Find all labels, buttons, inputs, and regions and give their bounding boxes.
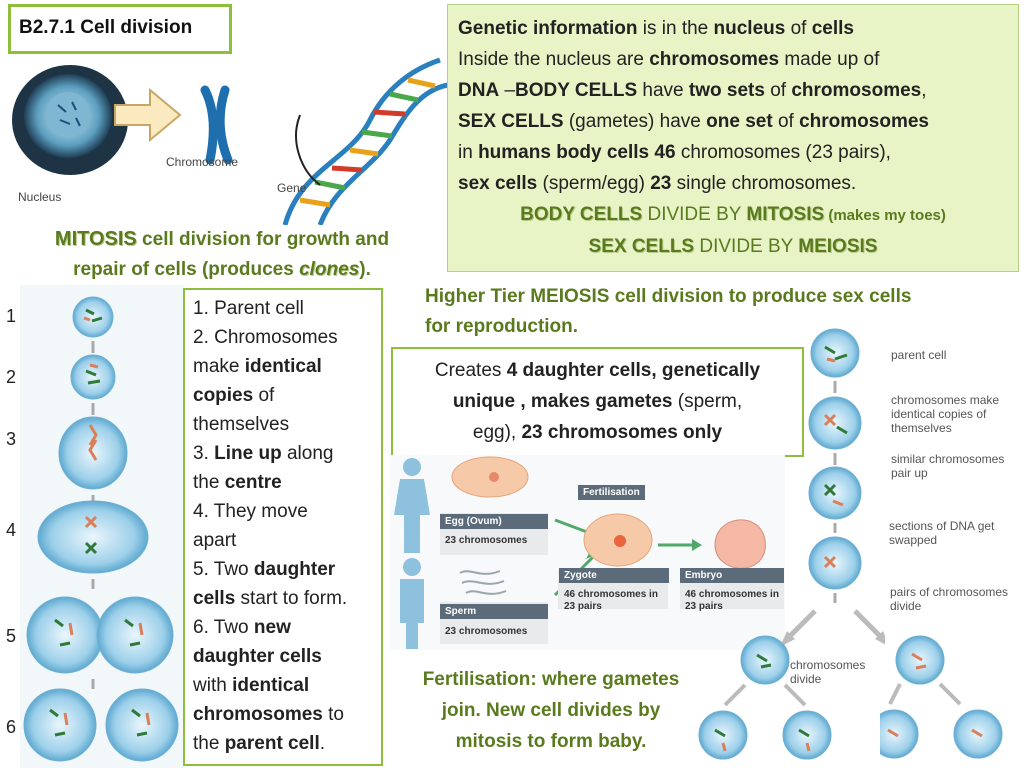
sperm-image	[459, 570, 507, 595]
mitosis-cell-5b	[96, 596, 174, 674]
info-line-1: Genetic information is in the nucleus of…	[458, 18, 854, 39]
meiosis-label-pairs-divide: pairs of chromosomes divide	[890, 585, 1009, 613]
mitosis-cell-4	[37, 500, 149, 574]
step-number: 6	[6, 717, 17, 737]
egg-chromosomes: 23 chromosomes	[445, 535, 528, 546]
mitosis-cell-2	[70, 354, 116, 400]
step-6-text-cont: daughter cells	[193, 646, 322, 667]
female-figure-icon	[394, 458, 430, 553]
meiosis-diagram	[698, 328, 885, 760]
mitosis-heading: MITOSIS cell division for growth and rep…	[54, 228, 390, 280]
step-number: 1	[6, 306, 17, 326]
nucleus-label: Nucleus	[18, 190, 62, 204]
step-5-text: 5. Two daughter	[193, 559, 336, 580]
step-2-text-cont: make identical	[193, 356, 322, 377]
step-3-text-cont: the centre	[193, 472, 282, 493]
info-line-8: SEX CELLS DIVIDE BY MEIOSIS	[588, 236, 878, 257]
mitosis-cell-6b	[105, 688, 179, 762]
step-6-text-cont: chromosomes to	[193, 704, 344, 725]
step-number: 3	[6, 429, 17, 449]
mitosis-cell-6a	[23, 688, 97, 762]
embryo-tag: Embryo	[680, 568, 784, 583]
mitosis-cell-1	[72, 296, 114, 338]
title-box: B2.7.1 Cell division	[8, 4, 232, 54]
page-title: B2.7.1 Cell division	[19, 17, 193, 38]
meiosis-cell-7c	[880, 709, 919, 759]
meiosis-label-pair-up: similar chromosomes pair up	[891, 452, 1005, 480]
genetic-info-box: Genetic information is in the nucleus of…	[447, 4, 1019, 272]
info-line-5: in humans body cells 46 chromosomes (23 …	[458, 142, 891, 163]
step-2-text-cont: themselves	[193, 414, 290, 435]
sperm-tag: Sperm	[440, 604, 548, 619]
arrow-icon	[114, 87, 182, 143]
mitosis-cell-5a	[26, 596, 104, 674]
info-line-4: SEX CELLS (gametes) have one set of chro…	[458, 111, 929, 132]
gene-label: Gene	[277, 181, 307, 195]
dna-helix-image	[282, 57, 449, 225]
mitosis-diagram	[20, 285, 185, 768]
info-line-2: Inside the nucleus are chromosomes made …	[458, 49, 880, 70]
meiosis-cell-4	[808, 536, 862, 590]
nucleus-dna-diagram	[12, 57, 449, 225]
step-1-text: 1. Parent cell	[193, 298, 304, 319]
fertilisation-tag: Fertilisation	[578, 485, 645, 500]
embryo-image	[714, 519, 766, 569]
step-number: 2	[6, 367, 17, 387]
meiosis-label-chromosomes-divide: chromosomes divide	[790, 658, 866, 686]
step-3-text: 3. Line up along	[193, 443, 334, 464]
step-6-text-cont: with identical	[193, 675, 310, 696]
step-2-text: 2. Chromosomes	[193, 327, 338, 348]
step-number: 5	[6, 626, 17, 646]
info-line-3: DNA –BODY CELLS have two sets of chromos…	[458, 80, 927, 101]
step-4-text-cont: apart	[193, 530, 237, 551]
embryo-chromosomes: 46 chromosomes in 23 pairs	[685, 589, 779, 612]
step-4-text: 4. They move	[193, 501, 308, 522]
sperm-chromosomes: 23 chromosomes	[445, 626, 528, 637]
zygote-chromosomes: 46 chromosomes in 23 pairs	[564, 589, 658, 612]
meiosis-label-copies: chromosomes make identical copies of the…	[891, 393, 1000, 435]
step-number: 4	[6, 520, 17, 540]
meiosis-diagram-right	[880, 635, 1003, 759]
step-2-text-cont: copies of	[193, 385, 275, 406]
chromosome-image	[200, 85, 233, 165]
chromosome-label: Chromosome	[166, 155, 239, 169]
info-line-6: sex cells (sperm/egg) 23 single chromoso…	[458, 173, 857, 194]
egg-tag: Egg (Ovum)	[440, 514, 548, 529]
fertilisation-caption: Fertilisation: where gametes join. New c…	[422, 669, 680, 752]
step-6-text-cont: the parent cell.	[193, 733, 326, 754]
meiosis-label-swapped: sections of DNA get swapped	[889, 519, 995, 547]
meiosis-info-box: Creates 4 daughter cells, genetically un…	[391, 347, 804, 457]
meiosis-label-parent-cell: parent cell	[891, 348, 947, 362]
male-figure-icon	[400, 558, 424, 649]
step-6-text: 6. Two new	[193, 617, 291, 638]
zygote-tag: Zygote	[559, 568, 669, 583]
meiosis-heading: Higher Tier MEIOSIS cell division to pro…	[425, 286, 912, 337]
mitosis-steps-box: 1. Parent cell 2. Chromosomes make ident…	[183, 288, 383, 766]
info-line-7: BODY CELLS DIVIDE BY MITOSIS (makes my t…	[520, 204, 946, 225]
step-5-text-cont: cells start to form.	[193, 588, 348, 609]
